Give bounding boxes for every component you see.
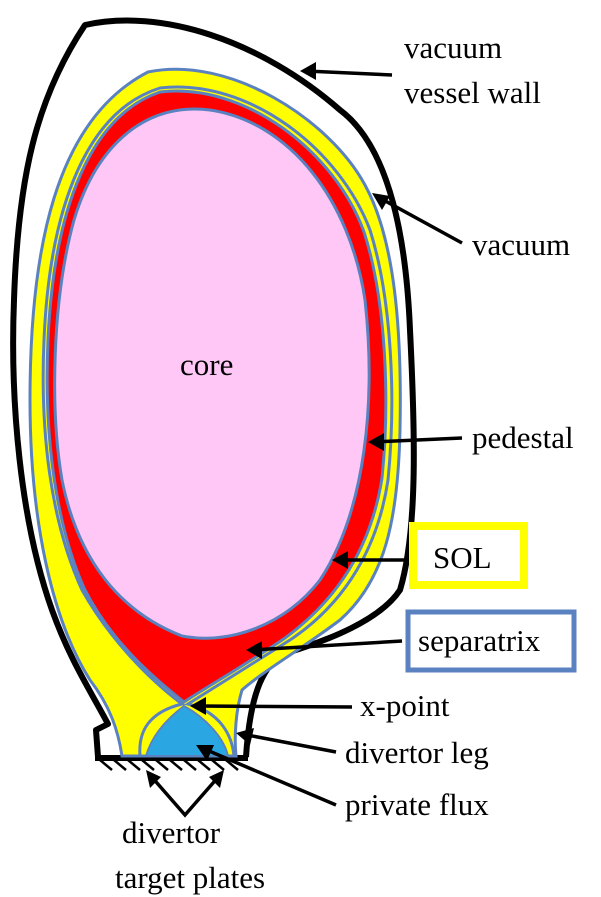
separatrix-label: separatrix [418, 623, 541, 658]
private-flux-label: private flux [345, 787, 489, 822]
sol-arrow [332, 551, 406, 569]
target-plate-hatching [99, 759, 239, 771]
divertor-target-plates-label-line1: divertor [122, 815, 221, 850]
target-plates-arrow [146, 770, 224, 818]
divertor-target-plates-label-line2: target plates [115, 860, 265, 895]
private-flux-arrow [196, 745, 337, 807]
vacuum-vessel-wall [10, 17, 417, 758]
pedestal-arrow [368, 433, 463, 451]
x-point-arrow [190, 697, 353, 715]
vacuum-vessel-wall-label-line2: vessel wall [404, 75, 541, 110]
separatrix-line [41, 85, 394, 757]
core-label: core [180, 347, 233, 382]
vacuum-label: vacuum [472, 227, 570, 262]
vacuum-vessel-wall-label-line1: vacuum [404, 30, 502, 65]
pedestal-label: pedestal [472, 420, 574, 455]
sol-label: SOL [433, 540, 492, 575]
separatrix-arrow [246, 639, 403, 659]
divertor-leg-label: divertor leg [345, 735, 489, 770]
core-region [53, 107, 371, 640]
separatrix-label-box [405, 609, 577, 673]
sol-label-box [409, 522, 528, 589]
x-point-label: x-point [360, 688, 450, 723]
private-flux-region [144, 704, 230, 757]
vessel-wall-arrow [300, 62, 393, 80]
vacuum-arrow [372, 193, 463, 245]
divertor-leg-arrow [236, 728, 337, 754]
